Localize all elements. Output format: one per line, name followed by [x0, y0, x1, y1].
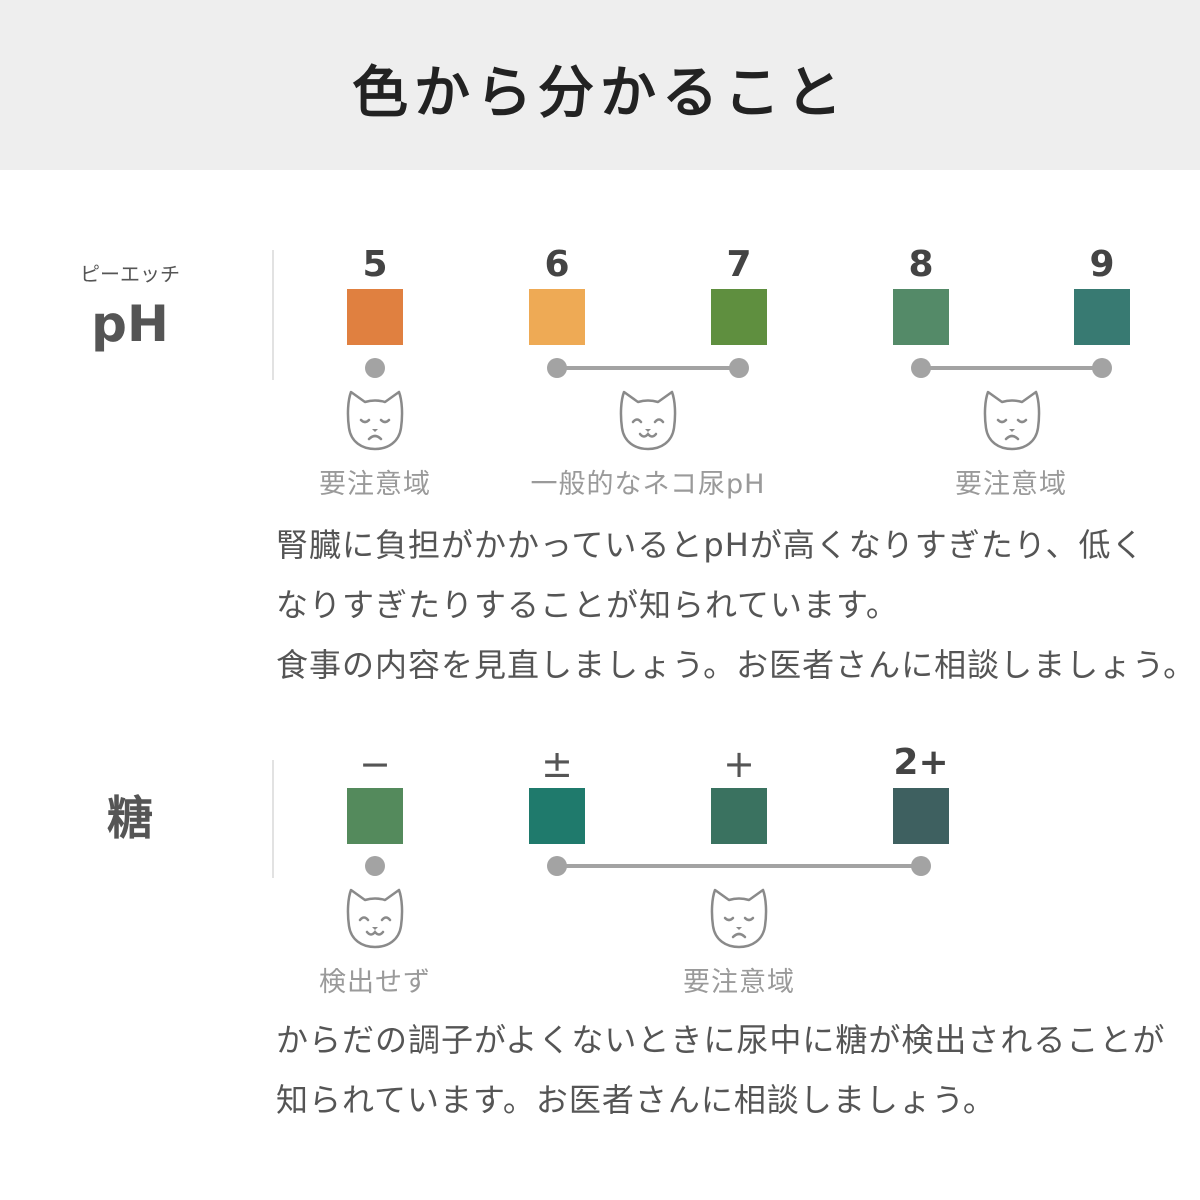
sugar-dot-trace: [547, 856, 567, 876]
sugar-swatch-positive: [711, 788, 767, 844]
ph-dot-6: [547, 358, 567, 378]
happy-cat-icon: [346, 888, 404, 949]
sugar-value-negative: −: [359, 742, 391, 786]
ph-swatch-5: [347, 289, 403, 345]
sugar-value-2plus: 2+: [893, 742, 949, 783]
ph-description-line: 食事の内容を見直しましょう。お医者さんに相談しましょう。: [276, 646, 1197, 684]
sugar-description: からだの調子がよくないときに尿中に糖が検出されることが 知られています。お医者さ…: [276, 1010, 1165, 1130]
sad-cat-icon: [710, 888, 768, 949]
ph-swatch-7: [711, 289, 767, 345]
ph-dot-8: [911, 358, 931, 378]
header-bar: 色から分かること: [0, 0, 1200, 170]
ph-label: pH: [91, 295, 169, 353]
ph-range-line-normal: [557, 366, 739, 370]
ph-description: 腎臓に負担がかかっているとpHが高くなりすぎたり、低く なりすぎたりすることが知…: [276, 515, 1196, 695]
sugar-description-line: 知られています。お医者さんに相談しましょう。: [276, 1081, 996, 1119]
ph-zone-label-high: 要注意域: [955, 469, 1067, 500]
ph-zone-label-low: 要注意域: [319, 469, 431, 500]
ph-swatch-9: [1074, 289, 1130, 345]
sugar-zone-label-none: 検出せず: [319, 967, 431, 998]
ph-swatch-6: [529, 289, 585, 345]
sugar-value-trace: ±: [541, 742, 573, 786]
ph-description-line: なりすぎたりすることが知られています。: [276, 586, 899, 624]
sugar-divider: [272, 760, 274, 878]
ph-kana-label: ピーエッチ: [80, 262, 180, 286]
ph-value-6: 6: [544, 244, 570, 285]
sugar-swatch-trace: [529, 788, 585, 844]
ph-value-7: 7: [726, 244, 752, 285]
sugar-value-positive: +: [723, 742, 755, 786]
sugar-description-line: からだの調子がよくないときに尿中に糖が検出されることが: [276, 1021, 1166, 1059]
happy-cat-icon: [619, 390, 677, 451]
ph-value-5: 5: [362, 244, 388, 285]
ph-range-line-high: [921, 366, 1102, 370]
ph-zone-label-normal: 一般的なネコ尿pH: [530, 469, 766, 500]
sugar-label: 糖: [107, 791, 153, 845]
sugar-swatch-2plus: [893, 788, 949, 844]
ph-dot-7: [729, 358, 749, 378]
ph-value-8: 8: [908, 244, 934, 285]
ph-swatch-8: [893, 289, 949, 345]
sugar-dot-negative: [365, 856, 385, 876]
sugar-dot-2plus: [911, 856, 931, 876]
sad-cat-icon: [346, 390, 404, 451]
page-title: 色から分かること: [352, 61, 848, 126]
sad-cat-icon: [983, 390, 1041, 451]
ph-value-9: 9: [1089, 244, 1115, 285]
ph-dot-9: [1092, 358, 1112, 378]
sugar-swatch-negative: [347, 788, 403, 844]
ph-description-line: 腎臓に負担がかかっているとpHが高くなりすぎたり、低く: [276, 526, 1145, 564]
sugar-range-line: [557, 864, 921, 868]
sugar-zone-label-caution: 要注意域: [683, 967, 795, 998]
ph-dot-5: [365, 358, 385, 378]
ph-divider: [272, 250, 274, 380]
